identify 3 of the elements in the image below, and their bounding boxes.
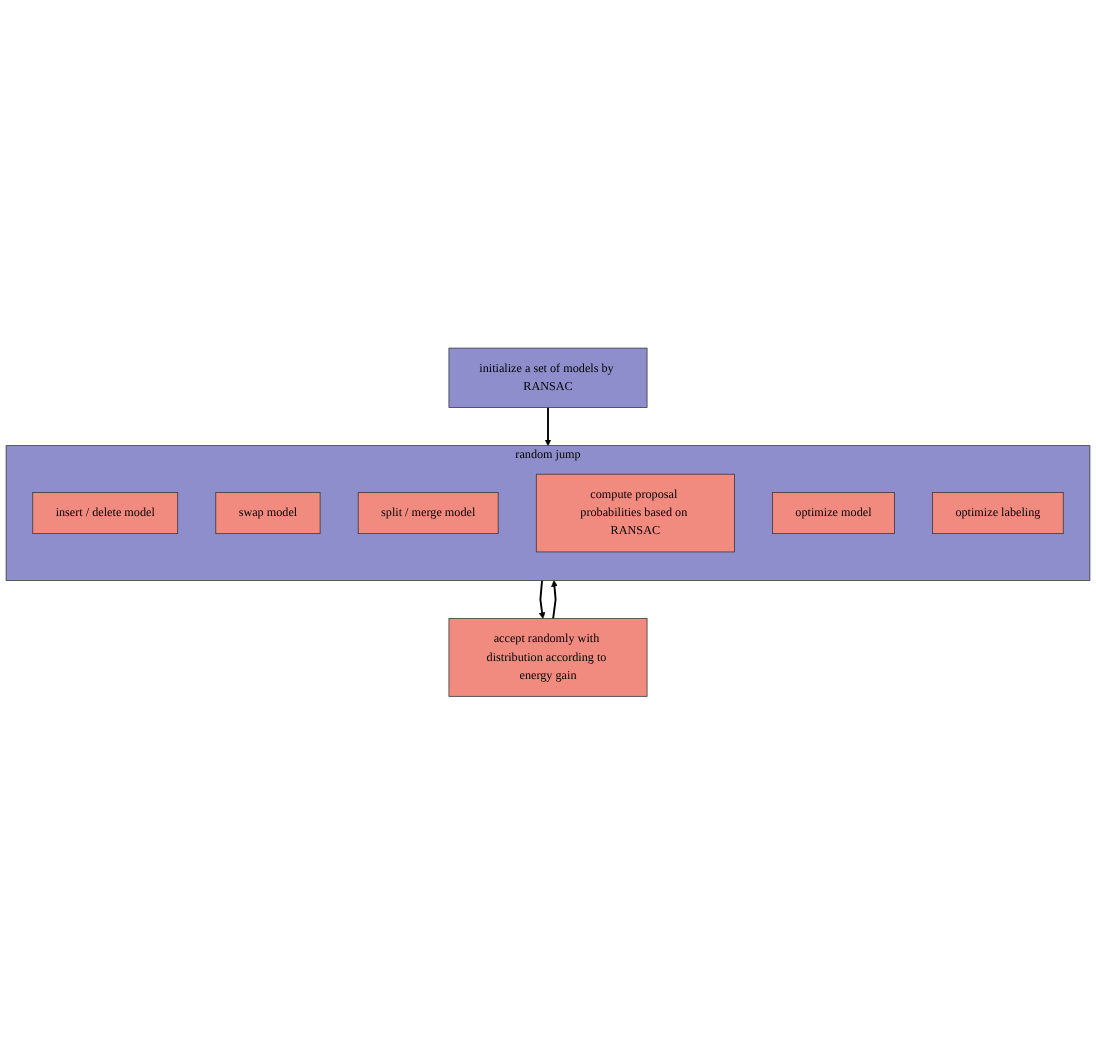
arrow [544,407,552,447]
arrow [551,581,558,621]
arrow [538,580,546,620]
